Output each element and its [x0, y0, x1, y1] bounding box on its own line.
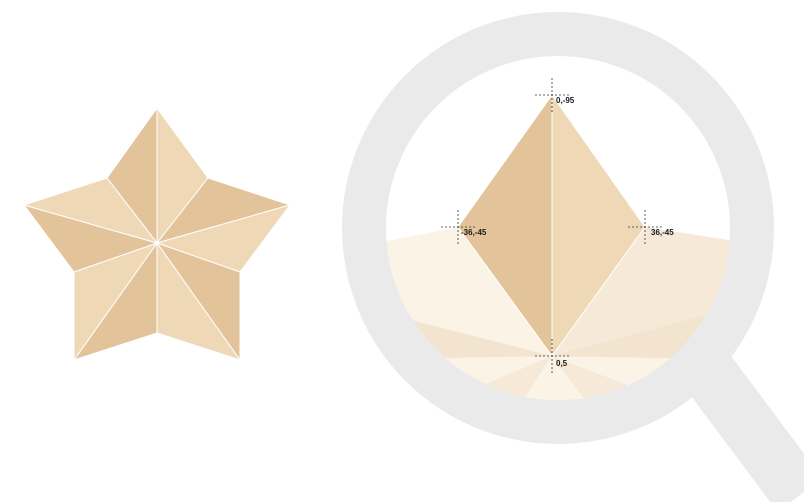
coord-label-right: 36,-45 [651, 228, 674, 237]
faded-facet [552, 227, 730, 356]
faceted-star [23, 107, 291, 361]
magnifying-glass-icon [342, 12, 804, 502]
star-facet [23, 177, 158, 244]
vertex-marker-left: -36,-45 [441, 210, 487, 244]
coord-label-top: 0,-95 [556, 96, 575, 105]
faded-facet [510, 356, 600, 400]
faded-facet [386, 227, 552, 356]
diamond-right-facet [551, 93, 646, 358]
coord-label-bottom: 0,5 [556, 359, 568, 368]
vertex-marker-top: 0,-95 [535, 78, 575, 112]
coord-label-left: -36,-45 [461, 228, 487, 237]
vertex-marker-bottom: 0,5 [535, 339, 569, 373]
vertex-marker-right: 36,-45 [628, 210, 674, 244]
